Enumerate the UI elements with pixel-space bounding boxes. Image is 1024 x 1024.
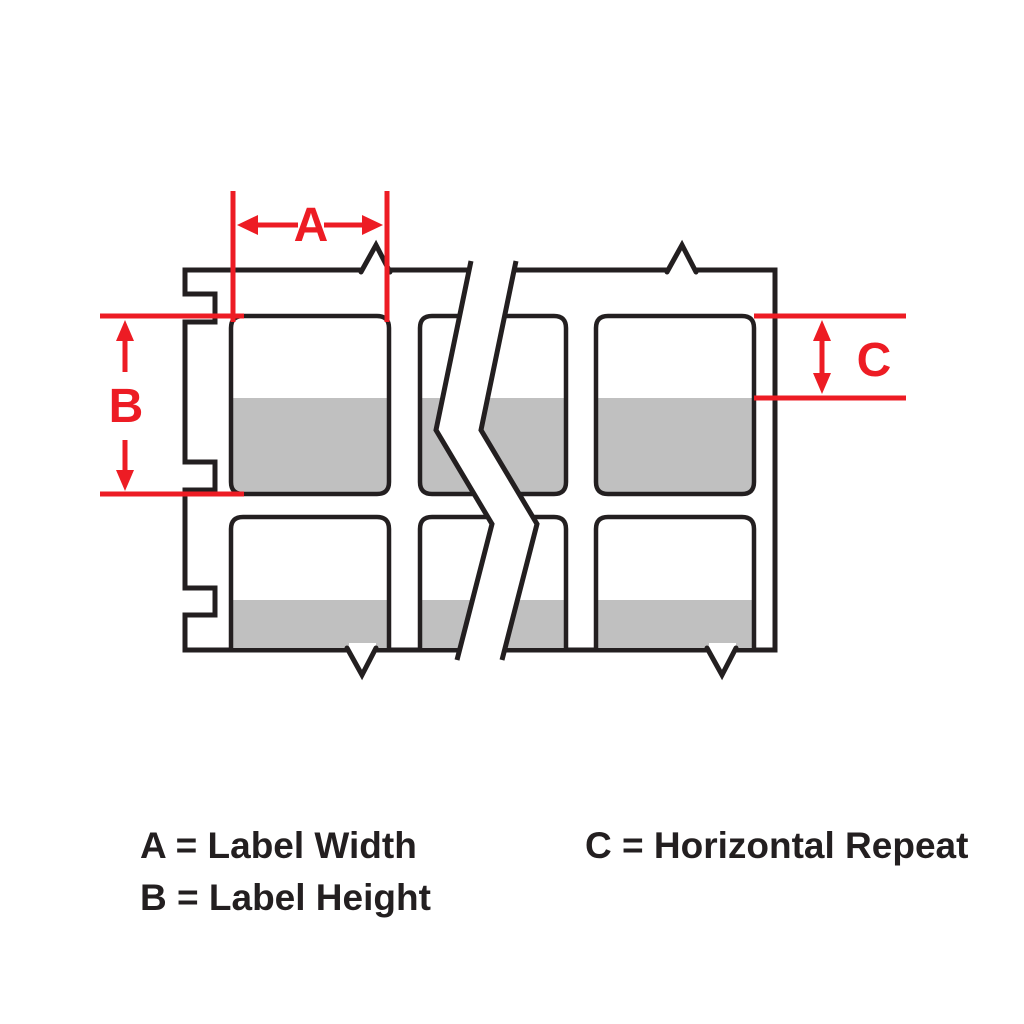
legend: A = Label Width B = Label Height C = Hor…: [140, 825, 968, 918]
label-cell: [593, 514, 757, 650]
break-right-edge: [478, 260, 540, 661]
arrow-down-icon: [813, 373, 831, 394]
arrow-up-icon: [813, 320, 831, 341]
break-symbol: [433, 260, 540, 661]
dimension-c-label: C: [857, 334, 892, 387]
edge-gap: [669, 264, 696, 277]
break-spike-icon: [344, 645, 379, 681]
legend-c: C = Horizontal Repeat: [585, 825, 968, 866]
label-outline: [593, 313, 757, 497]
arrow-down-icon: [116, 470, 134, 491]
arrow-up-icon: [116, 320, 134, 341]
label-gray-area: [231, 600, 389, 648]
dimension-a-label: A: [294, 199, 329, 252]
arrow-left-icon: [237, 215, 258, 235]
dimension-a: A: [230, 191, 390, 322]
edge-break-marks: [344, 239, 739, 681]
label-outline: [228, 514, 392, 650]
legend-b: B = Label Height: [140, 877, 431, 918]
break-spike-icon: [704, 645, 739, 681]
edge-gap: [709, 643, 736, 657]
label-gray-area: [596, 398, 754, 494]
legend-a: A = Label Width: [140, 825, 417, 866]
dimension-b: B: [100, 313, 244, 497]
break-spike-icon: [664, 239, 699, 275]
dimension-b-label: B: [109, 380, 144, 433]
arrow-right-icon: [362, 215, 383, 235]
label-outline: [593, 514, 757, 650]
break-white-fill: [436, 261, 537, 660]
dimension-c: C: [754, 313, 906, 401]
label-cell: [593, 313, 757, 497]
label-gray-area: [596, 600, 754, 648]
label-gray-area: [231, 398, 389, 494]
label-cell: [228, 514, 392, 650]
edge-gap: [349, 643, 376, 657]
edge-gap: [363, 264, 390, 277]
label-outline: [417, 313, 569, 497]
break-left-edge: [433, 260, 495, 661]
